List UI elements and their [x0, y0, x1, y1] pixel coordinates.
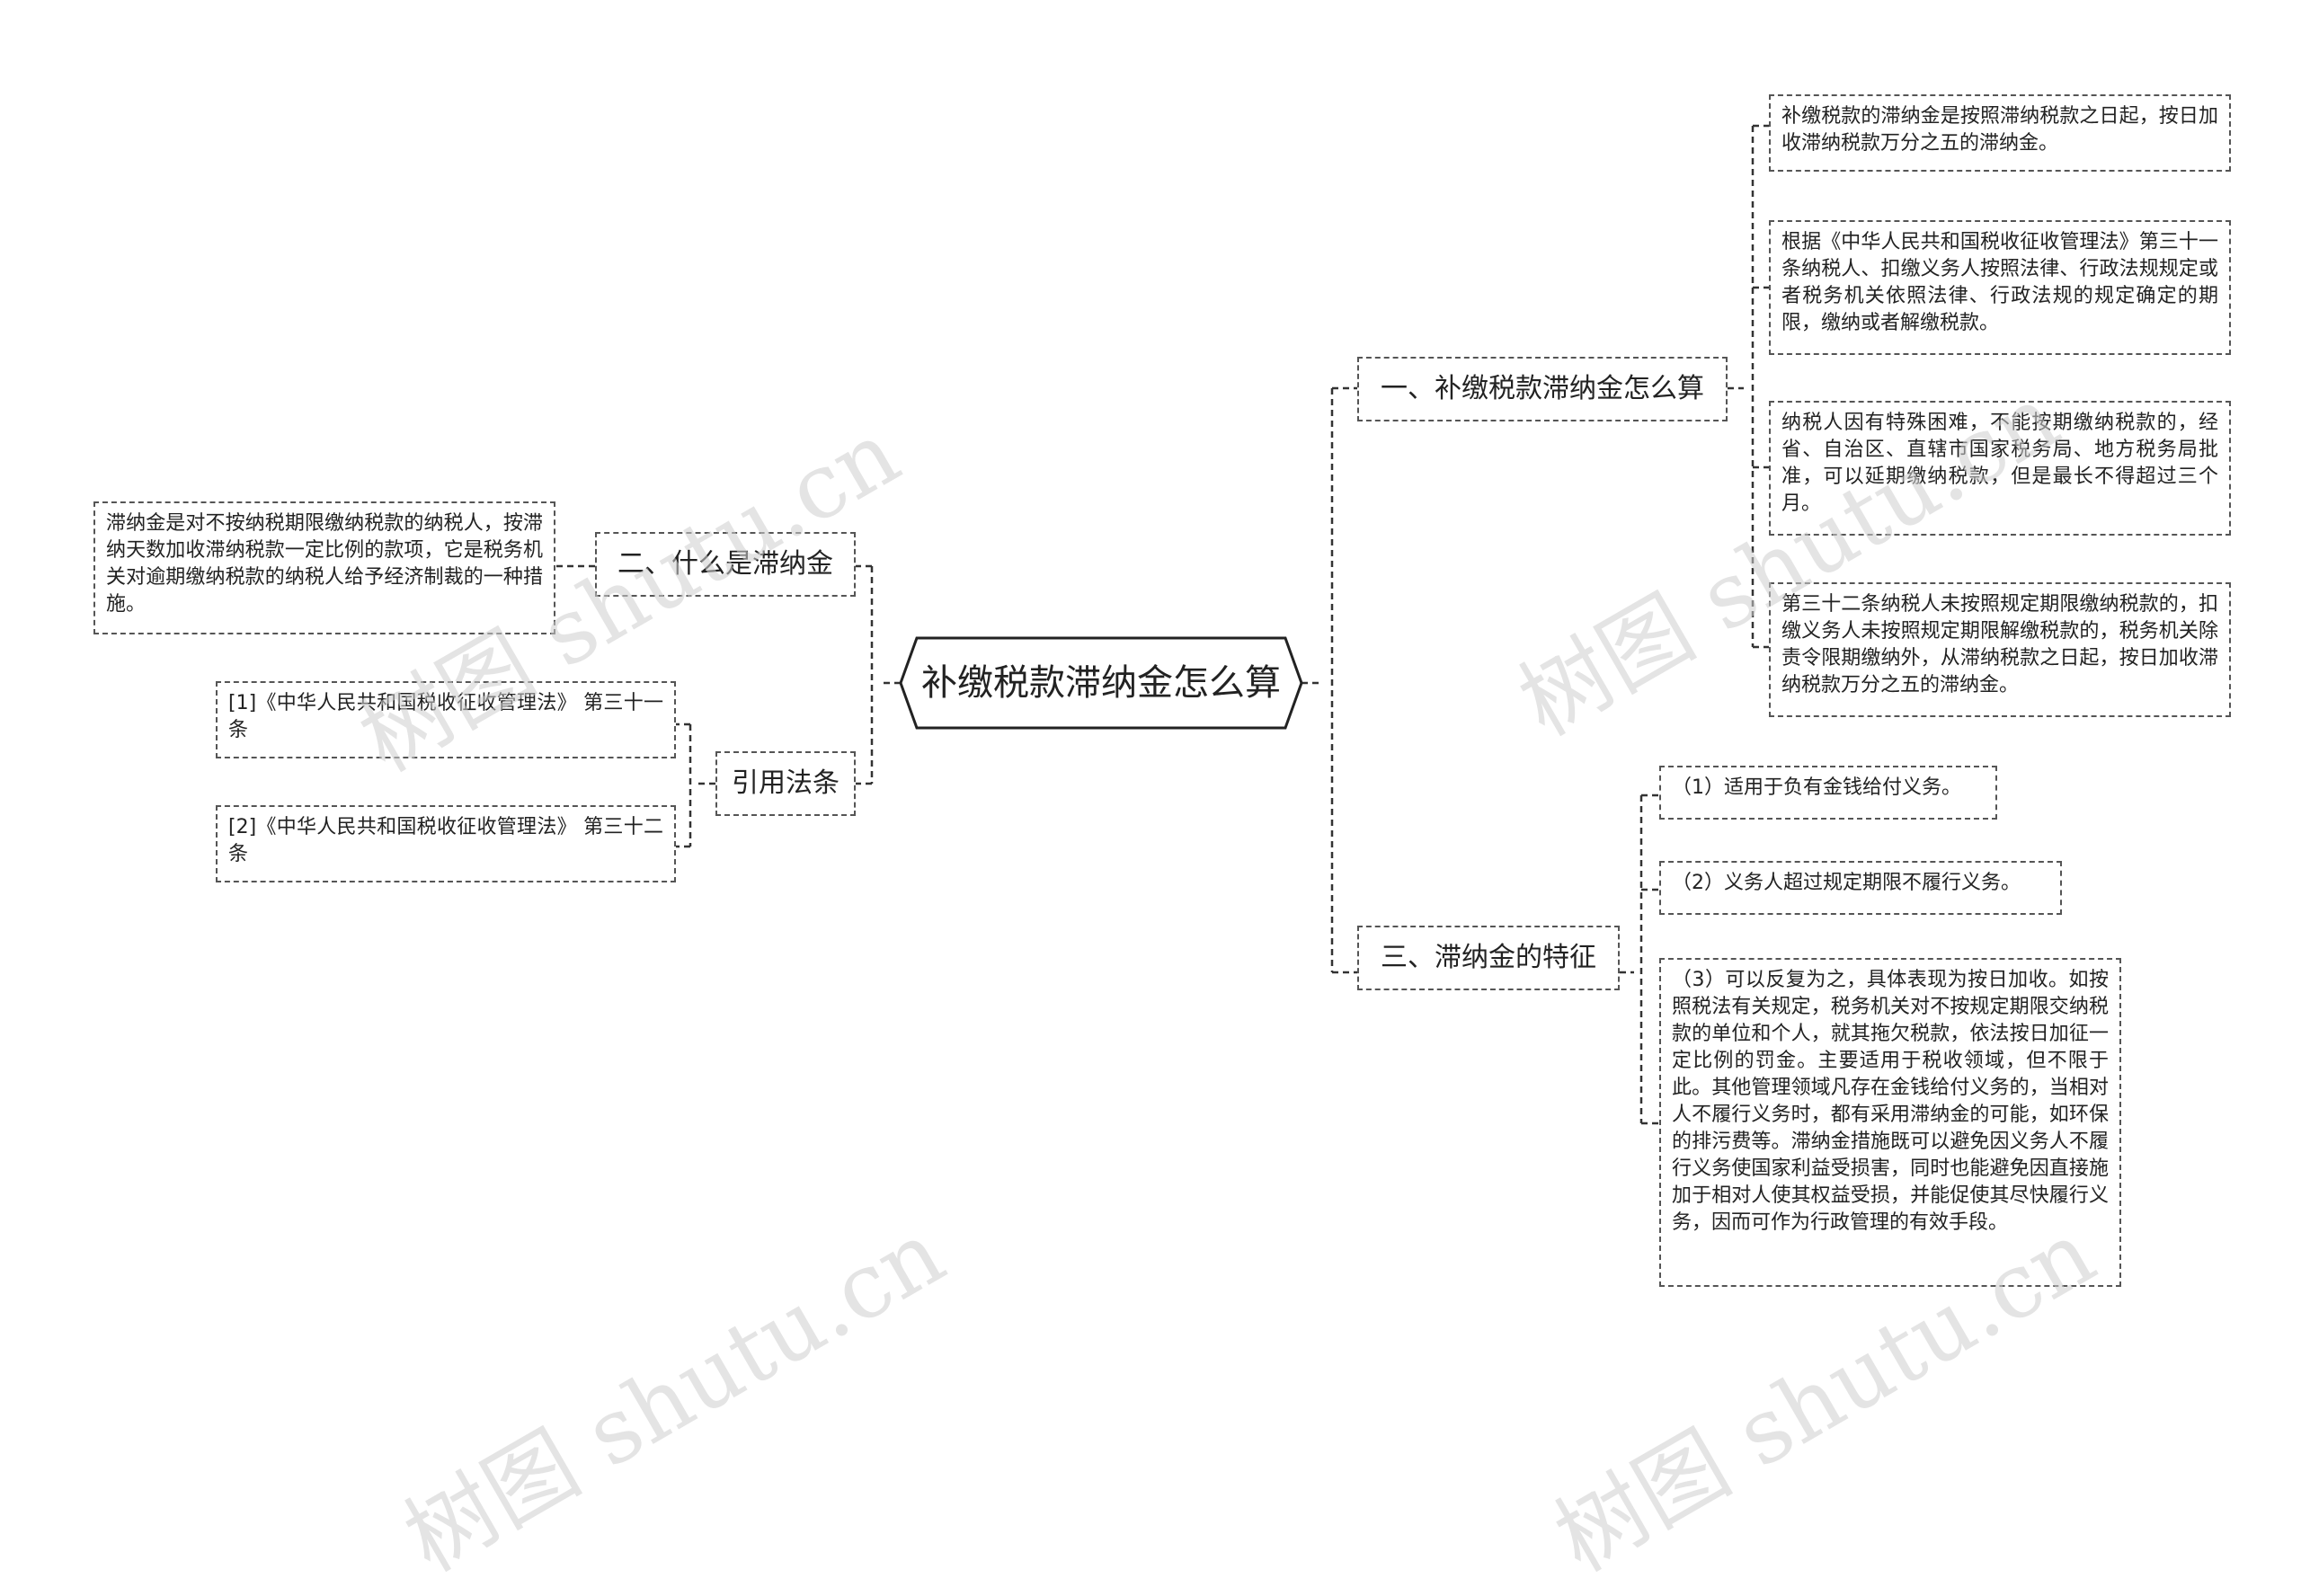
leaf-item[interactable]: 第三十二条纳税人未按照规定期限缴纳税款的，扣缴义务人未按照规定期限解缴税款的，税…: [1769, 582, 2231, 717]
branch-cited-laws[interactable]: 引用法条: [715, 751, 856, 816]
leaf-item[interactable]: 滞纳金是对不按纳税期限缴纳税款的纳税人，按滞纳天数加收滞纳税款一定比例的款项，它…: [93, 501, 555, 634]
center-node-title: 补缴税款滞纳金怎么算: [921, 662, 1281, 704]
leaf-item[interactable]: [2]《中华人民共和国税收征收管理法》 第三十二条: [216, 805, 676, 882]
center-node-shape: [899, 636, 1303, 730]
leaf-item[interactable]: （3）可以反复为之，具体表现为按日加收。如按照税法有关规定，税务机关对不按规定期…: [1659, 958, 2121, 1287]
leaf-item[interactable]: 纳税人因有特殊困难，不能按期缴纳税款的，经省、自治区、直辖市国家税务局、地方税务…: [1769, 401, 2231, 536]
leaf-item[interactable]: 补缴税款的滞纳金是按照滞纳税款之日起，按日加收滞纳税款万分之五的滞纳金。: [1769, 94, 2231, 172]
leaf-item[interactable]: （2）义务人超过规定期限不履行义务。: [1659, 861, 2062, 915]
leaf-item[interactable]: （1）适用于负有金钱给付义务。: [1659, 766, 1997, 820]
connector-lines: [555, 124, 1769, 1125]
branch-how-to-calculate-label: 一、补缴税款滞纳金怎么算: [1381, 373, 1704, 404]
branch-cited-laws-label: 引用法条: [732, 767, 840, 799]
branch-what-is-late-fee-label: 二、什么是滞纳金: [617, 548, 833, 580]
branch-how-to-calculate[interactable]: 一、补缴税款滞纳金怎么算: [1357, 357, 1728, 421]
branch-features-label: 三、滞纳金的特征: [1381, 942, 1596, 973]
center-node[interactable]: 补缴税款滞纳金怎么算: [919, 640, 1284, 726]
branch-what-is-late-fee[interactable]: 二、什么是滞纳金: [595, 532, 856, 597]
branch-features[interactable]: 三、滞纳金的特征: [1357, 926, 1620, 990]
leaf-item[interactable]: [1]《中华人民共和国税收征收管理法》 第三十一条: [216, 681, 676, 758]
leaf-item[interactable]: 根据《中华人民共和国税收征收管理法》第三十一条纳税人、扣缴义务人按照法律、行政法…: [1769, 220, 2231, 355]
